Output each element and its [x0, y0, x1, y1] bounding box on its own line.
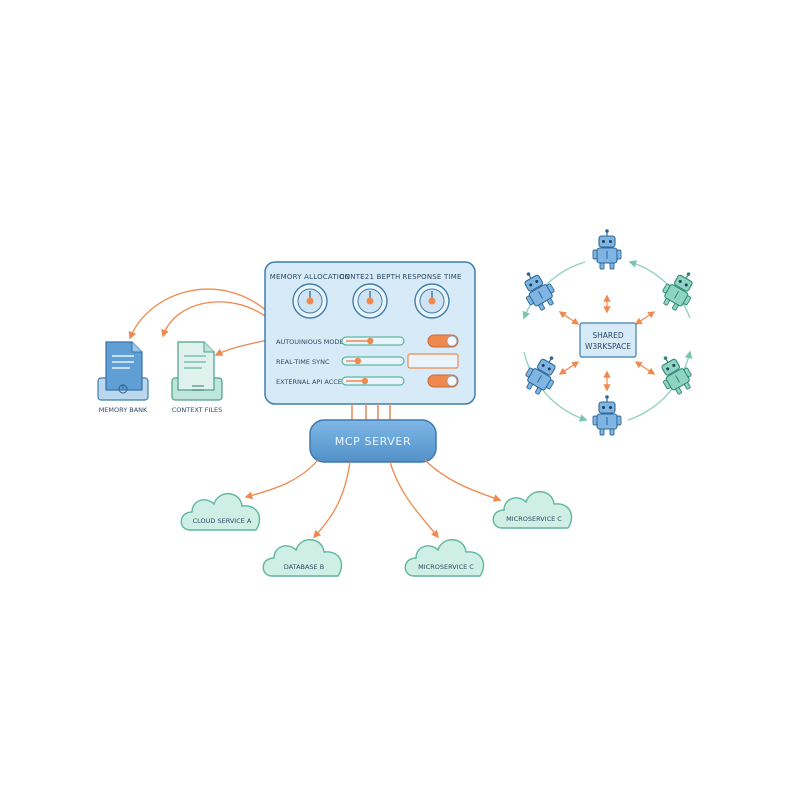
dial-label-memory: MEMORY ALLOCATION: [270, 273, 350, 281]
document-icon: [171, 341, 223, 401]
slider-thumb[interactable]: [354, 357, 362, 365]
microservice-c-right[interactable]: MICROSERVICE C: [492, 491, 573, 529]
dial-label-response: RESPONSE TIME: [402, 273, 461, 281]
shared-workspace[interactable]: SHARED W3RKSPACE: [579, 322, 637, 358]
mcp-server-label: MCP SERVER: [335, 435, 411, 448]
robot-icon[interactable]: [520, 350, 564, 398]
slider-thumb[interactable]: [361, 377, 369, 385]
cloud-icon: [262, 539, 343, 577]
external-api-slider[interactable]: [341, 376, 405, 386]
robot-icon[interactable]: [592, 229, 622, 270]
context-files[interactable]: CONTEXT FILES: [171, 341, 223, 414]
database-b[interactable]: DATABASE B: [262, 539, 343, 577]
context-depth-dial[interactable]: [352, 283, 388, 319]
memory-bank-label: MEMORY BANK: [99, 406, 148, 414]
autonomous-mode-slider[interactable]: [341, 336, 405, 346]
dial-label-context: CONTE21 BEPTH: [339, 273, 400, 281]
control-label-external-api: EXTERNAL API ACCESS: [276, 378, 350, 386]
control-label-realtime: REAL-TIME SYNC: [276, 358, 330, 366]
memory-bank[interactable]: MEMORY BANK: [97, 341, 149, 414]
real-time-sync-slider[interactable]: [341, 356, 405, 366]
control-panel: MEMORY ALLOCATION CONTE21 BEPTH RESPONSE…: [264, 261, 476, 405]
workspace-links: [558, 294, 656, 392]
service-label: DATABASE B: [284, 563, 324, 571]
robot-icon[interactable]: [652, 350, 696, 398]
agent-robots: [515, 229, 701, 436]
dial-hub: [306, 297, 314, 305]
robot-icon[interactable]: [515, 266, 559, 314]
cloud-icon: [404, 539, 485, 577]
workspace-cycle: [522, 260, 693, 422]
response-time-dial[interactable]: [414, 283, 450, 319]
autonomous-mode-toggle[interactable]: [427, 334, 459, 348]
real-time-sync-toggle[interactable]: [407, 353, 459, 369]
context-files-label: CONTEXT FILES: [172, 406, 222, 414]
mcp-server-button[interactable]: MCP SERVER: [309, 419, 437, 463]
memory-allocation-dial[interactable]: [292, 283, 328, 319]
toggle-knob: [446, 335, 458, 347]
document-icon: [97, 341, 149, 401]
workspace-label-line1: SHARED: [592, 331, 623, 340]
control-label-autonomous: AUTOUINIOUS MODE: [276, 338, 344, 346]
service-connectors: [244, 459, 502, 539]
microservice-c-bottom[interactable]: MICROSERVICE C: [404, 539, 485, 577]
panel-server-connectors: [351, 404, 391, 422]
service-label: MICROSERVICE C: [506, 515, 562, 523]
cloud-service-a[interactable]: CLOUD SERVICE A: [180, 493, 261, 531]
dial-hub: [428, 297, 436, 305]
external-api-toggle[interactable]: [427, 374, 459, 388]
file-connectors: [128, 288, 269, 356]
toggle-knob: [446, 375, 458, 387]
cloud-icon: [492, 491, 573, 529]
service-label: CLOUD SERVICE A: [193, 517, 252, 525]
cloud-icon: [180, 493, 261, 531]
dial-hub: [366, 297, 374, 305]
robot-icon[interactable]: [592, 395, 622, 436]
robot-icon[interactable]: [657, 266, 701, 314]
workspace-label-line2: W3RKSPACE: [585, 342, 631, 351]
service-label: MICROSERVICE C: [418, 563, 474, 571]
slider-thumb[interactable]: [367, 337, 374, 345]
